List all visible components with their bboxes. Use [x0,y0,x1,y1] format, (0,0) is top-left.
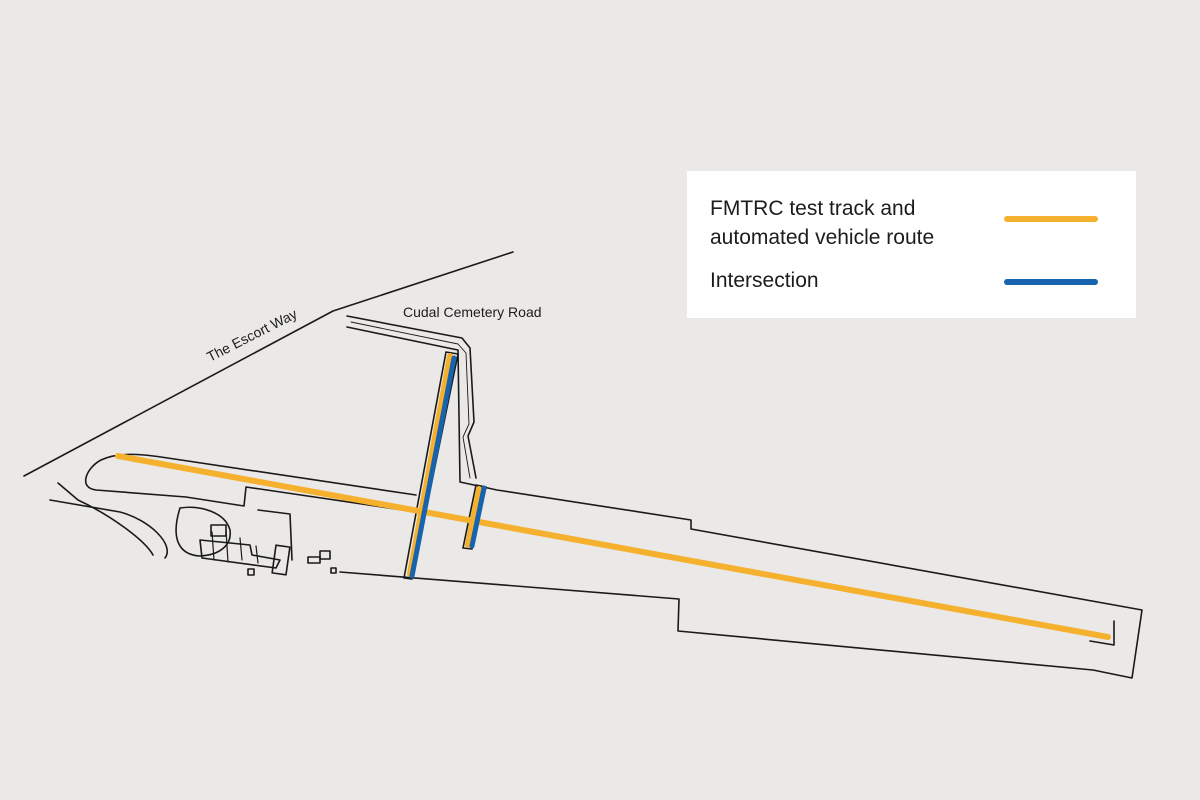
escort-way-label: The Escort Way [204,305,300,364]
legend-intersection-label: Intersection [710,269,819,292]
western-loop-outline [84,453,417,513]
legend-track-swatch [1004,216,1098,222]
west-access-road [49,499,168,559]
west-bay-outline [257,509,293,561]
building-small-2 [247,568,255,576]
cudal-cemetery-road-edge [350,321,471,479]
west-access-road-3 [175,506,231,557]
legend-item-track: FMTRC test track and automated vehicle r… [710,194,990,252]
map-legend: FMTRC test track and automated vehicle r… [687,171,1136,318]
building-small-5 [330,567,337,574]
intersection-secondary [469,485,487,549]
building-small-3 [307,556,321,564]
building-small-1 [210,524,227,537]
legend-item-intersection: Intersection [710,266,990,295]
track-end-loop [1089,620,1115,646]
west-access-road-2 [57,482,154,556]
legend-track-label: FMTRC test track and automated vehicle r… [710,197,935,249]
building-tall [271,544,291,576]
cudal-cemetery-road [346,315,477,479]
building-divisions [211,529,259,564]
cudal-cemetery-road-label: Cudal Cemetery Road [403,304,542,320]
escort-way-road [23,251,514,477]
cross-road-outline [403,351,459,580]
test-track-route [115,453,1111,640]
building-main [199,539,281,569]
test-track-short-cross [465,486,482,548]
legend-intersection-swatch [1004,279,1098,285]
site-boundary-outline [339,326,1143,679]
test-track-cross [407,353,453,577]
building-small-4 [319,550,331,560]
intersection-main [409,355,457,579]
